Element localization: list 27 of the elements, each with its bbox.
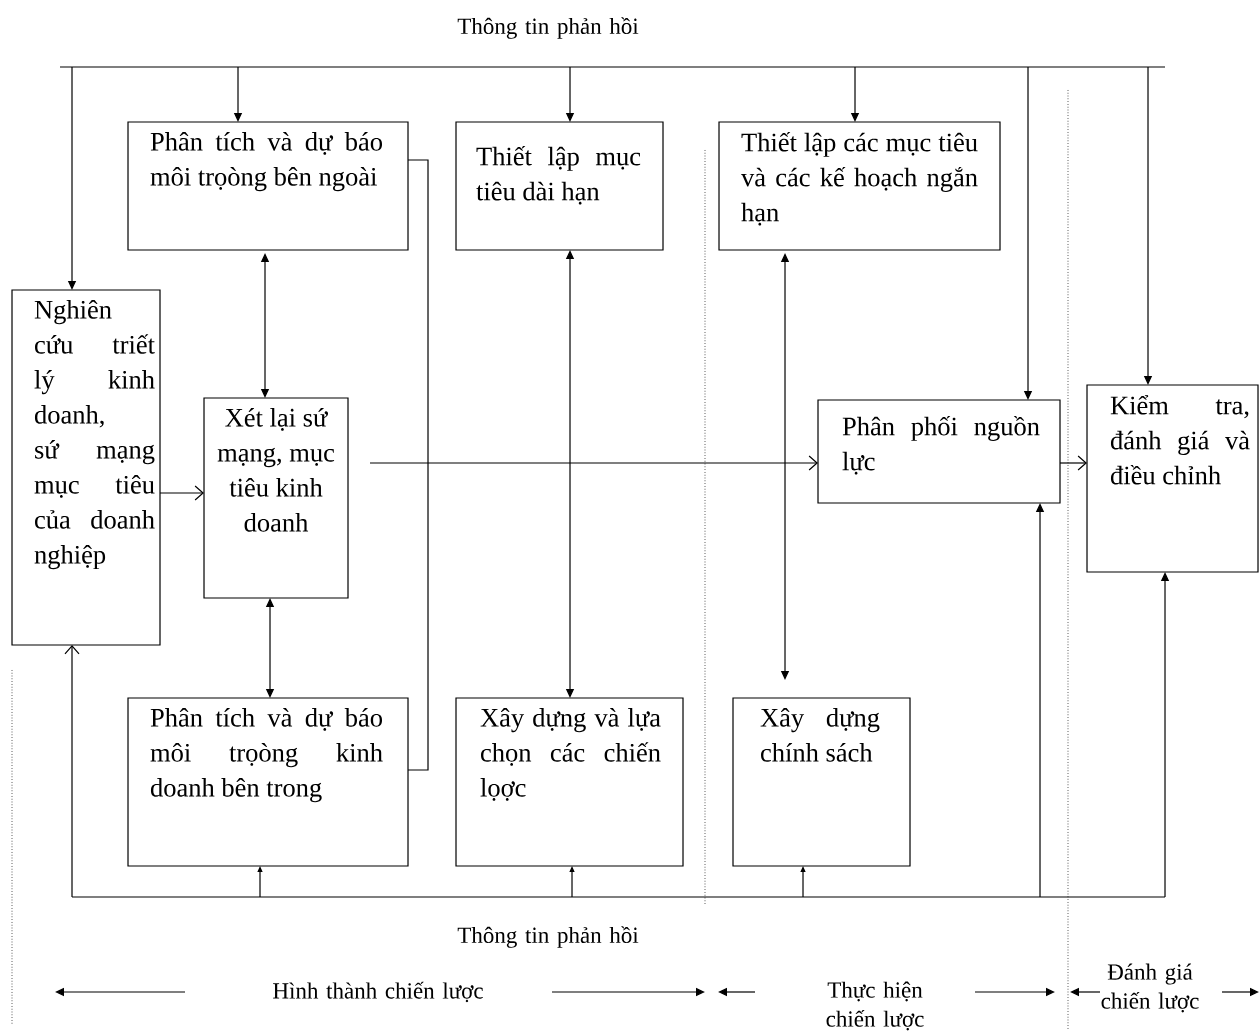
process-box: Nghiên cứu triết lý kinh doanh, sứ mạng mục tiêu của doanh nghiệp xyxy=(11,289,161,646)
process-box: Kiểm tra, đánh giá và điều chỉnh xyxy=(1086,384,1259,573)
arrow xyxy=(369,455,818,471)
process-box: Thiết lập các mục tiêu và các kế hoạch ngắn hạn xyxy=(718,121,1001,251)
feedback-label: Thông tin phản hồi xyxy=(457,926,639,948)
process-box: Thiết lập mục tiêu dài hạn xyxy=(455,121,664,251)
arrow xyxy=(800,866,806,898)
arrow xyxy=(257,866,263,898)
arrow xyxy=(260,253,270,398)
process-box: Phân tích và dự báo môi trọòng bên ngoài xyxy=(127,121,409,251)
feedback-label: Thông tin phản hồi xyxy=(457,17,639,39)
arrow xyxy=(265,598,275,698)
process-box: Xây dựng chính sách xyxy=(732,697,911,867)
arrow xyxy=(565,250,575,698)
phase-label: Đánh giá chiến lược xyxy=(1101,963,1199,1013)
process-box: Phân tích và dự báo môi trọòng kinh doanh bên trong xyxy=(127,697,409,867)
process-box: Phân phối nguồn lực xyxy=(817,399,1061,504)
phase-label: Hình thành chiến lược xyxy=(273,981,483,1003)
connector-line xyxy=(407,159,429,771)
process-box: Xét lại sứ mạng, mục tiêu kinh doanh xyxy=(203,397,349,599)
arrow xyxy=(64,645,80,898)
arrow xyxy=(569,866,575,898)
process-box: Xây dựng và lựa chọn các chiến lọợc xyxy=(455,697,684,867)
phase-label: Thực hiện chiến lược xyxy=(826,981,924,1031)
arrow xyxy=(1059,455,1087,471)
arrow xyxy=(159,485,204,501)
arrow xyxy=(780,253,790,680)
